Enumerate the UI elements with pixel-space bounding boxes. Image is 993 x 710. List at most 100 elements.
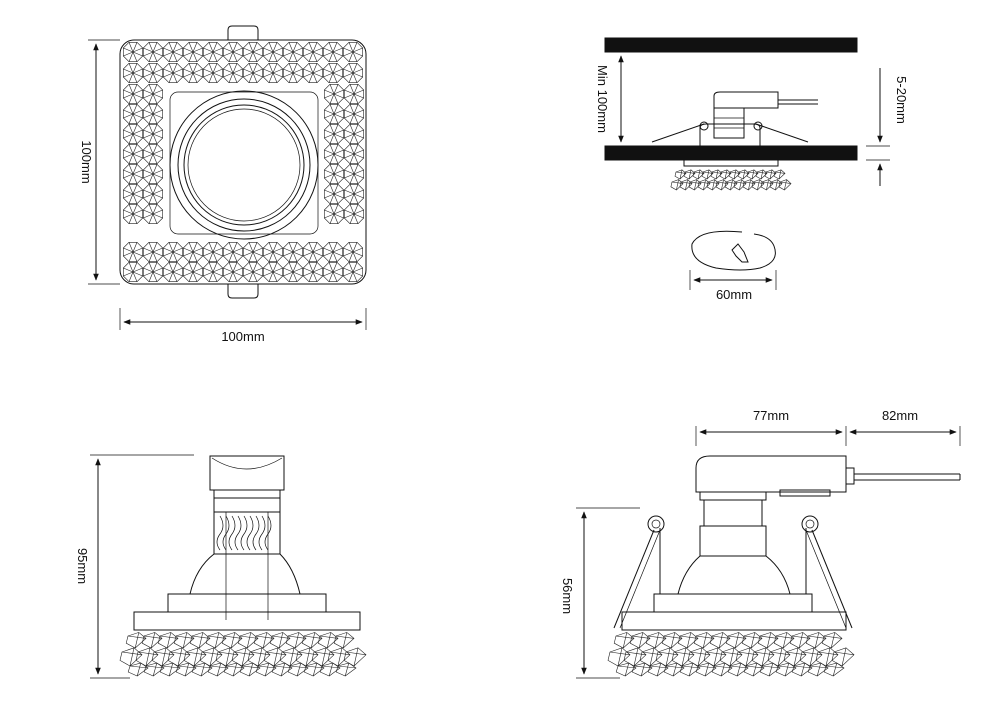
profile-reflector (677, 555, 791, 595)
crystal-facet (757, 632, 779, 649)
crystal-facet (725, 632, 747, 649)
crystal-facet (182, 62, 204, 84)
crystal-facet (323, 183, 345, 205)
mini-reflector (699, 123, 761, 146)
dim-side-height-label: 95mm (75, 548, 90, 584)
crystal-facet (122, 41, 144, 63)
crystal-facet (737, 169, 750, 180)
upper-slab (604, 37, 858, 53)
crystal-facet (323, 163, 345, 185)
crystal-facet (342, 41, 364, 63)
side-neck (213, 497, 281, 513)
crystal-facet (759, 662, 781, 677)
profile-spring-right (811, 529, 853, 629)
crystal-facet (342, 261, 364, 283)
crystal-facet (282, 261, 304, 283)
crystal-facet (182, 241, 204, 263)
side-housing-curve (211, 457, 283, 470)
bottom-tab (227, 284, 259, 299)
crystal-facet (202, 261, 224, 283)
mini-crystals (670, 169, 792, 191)
crystal-facet (807, 662, 829, 677)
crystal-facet (615, 662, 637, 677)
crystal-facet (122, 241, 144, 263)
crystal-facet (122, 143, 144, 165)
lens-ring-inner (183, 104, 305, 226)
profile-collar (699, 491, 767, 501)
crystal-facet (191, 662, 213, 677)
profile-spring-left-2 (619, 529, 661, 629)
coil-turn (252, 515, 260, 551)
crystal-facet (142, 123, 164, 145)
crystal-facet (222, 241, 244, 263)
mini-spring-pivot-right (753, 121, 763, 131)
crystal-facet (335, 662, 357, 677)
crystal-facet (122, 203, 144, 225)
crystal-facet (607, 647, 631, 667)
crystal-facet (302, 41, 324, 63)
crystal-facet (162, 241, 184, 263)
crystal-facet (122, 103, 144, 125)
crystal-facet (613, 632, 635, 649)
side-coil-spring (216, 515, 272, 551)
crystal-facet (182, 261, 204, 283)
crystal-facet (343, 143, 365, 165)
crystal-facet (242, 261, 264, 283)
crystal-facet (823, 662, 845, 677)
crystal-facet (711, 662, 733, 677)
dim-ceiling-thickness-label: 5-20mm (894, 76, 909, 124)
coil-turn (216, 515, 224, 551)
crystal-facet (287, 662, 309, 677)
side-view: 95mm (75, 454, 367, 679)
mini-neck (713, 107, 745, 139)
side-crystals (119, 632, 367, 677)
crystal-facet (343, 83, 365, 105)
crystal-facet (202, 41, 224, 63)
ceiling-panel (604, 145, 858, 161)
side-housing (209, 455, 285, 491)
crystal-facet (670, 179, 684, 191)
crystal-facet (805, 632, 827, 649)
crystal-facet (142, 62, 164, 84)
cutout-hole (691, 230, 776, 271)
crystal-facet (222, 62, 244, 84)
crystal-facet (791, 662, 813, 677)
crystal-facet (269, 632, 291, 649)
coil-turn (258, 515, 266, 551)
mini-spring-right (755, 123, 809, 143)
crystal-facet (142, 261, 164, 283)
crystal-facet (701, 169, 714, 180)
coil-turn (234, 515, 242, 551)
crystal-facet (142, 183, 164, 205)
crystal-facet (728, 169, 741, 180)
crystal-facet (142, 41, 164, 63)
crystal-facet (303, 662, 325, 677)
crystal-facet (647, 662, 669, 677)
crystal-facet (743, 662, 765, 677)
crystal-facet (302, 62, 324, 84)
profile-cable-gland (845, 467, 855, 485)
crystal-facet (679, 662, 701, 677)
crystal-facet (125, 632, 147, 649)
crystal-facet (222, 261, 244, 283)
crystal-facet (253, 632, 275, 649)
crystal-facet (142, 163, 164, 185)
crystal-facet (282, 241, 304, 263)
crystal-facet (342, 241, 364, 263)
side-trim-plate (133, 611, 361, 631)
crystal-facet (773, 632, 795, 649)
profile-view: 77mm 82mm 56mm (560, 408, 961, 679)
crystal-facet (323, 143, 345, 165)
profile-pivot-right (801, 515, 819, 533)
crystal-ring (122, 41, 365, 283)
crystal-facet (645, 632, 667, 649)
crystal-facet (262, 241, 284, 263)
crystal-facet (755, 169, 768, 180)
crystal-facet (122, 62, 144, 84)
mini-spring-left (651, 123, 705, 143)
crystal-facet (142, 103, 164, 125)
crystal-facet (629, 632, 651, 649)
crystal-facet (282, 62, 304, 84)
crystal-facet (302, 261, 324, 283)
crystal-facet (719, 169, 732, 180)
